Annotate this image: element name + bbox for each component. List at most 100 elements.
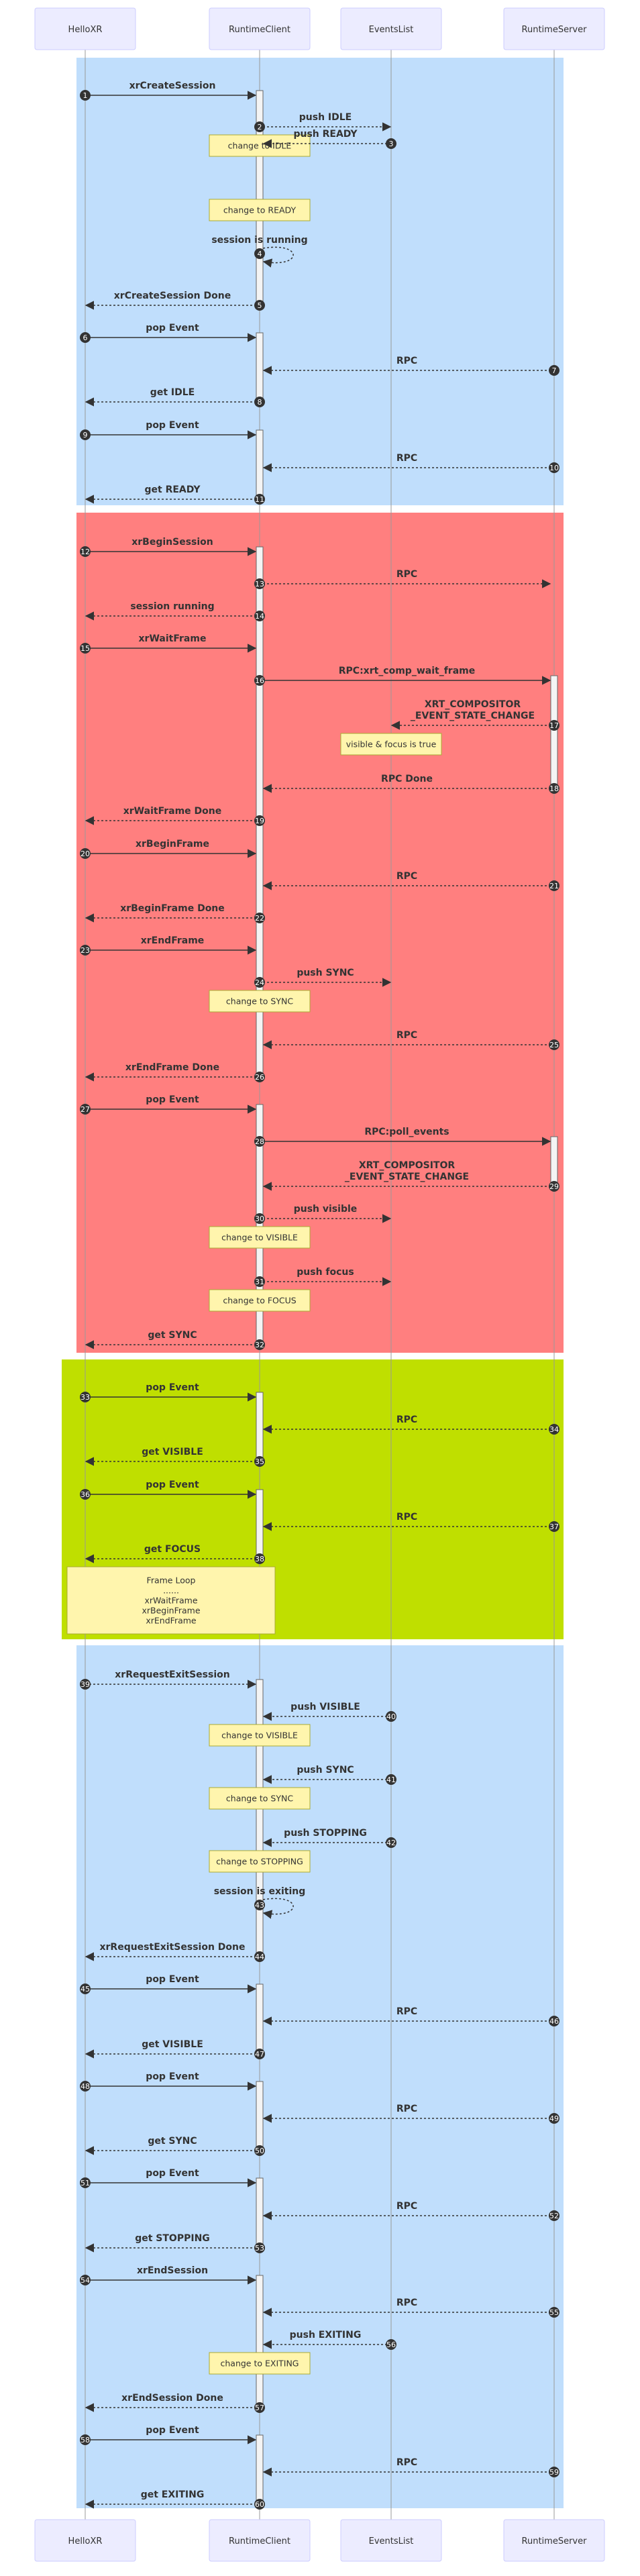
sequence-number [254,815,265,826]
message-label: get FOCUS [144,1544,201,1555]
region-rect-1 [76,58,564,505]
message-label: RPC [396,569,417,580]
message-label: push IDLE [299,112,352,123]
message-label: get SYNC [148,1330,197,1341]
sequence-number [80,2081,91,2092]
note-label: change to VISIBLE [221,1731,298,1741]
sequence-number [254,2145,265,2156]
message-label: RPC:xrt_comp_wait_frame [339,666,475,676]
sequence-number [254,2243,265,2253]
sequence-number-label: 7 [552,366,557,375]
sequence-number-label: 1 [83,91,88,100]
message-label: push READY [293,129,358,140]
actor-box-bottom [209,2519,311,2562]
sequence-number [80,1104,91,1115]
sequence-number-label: 45 [81,1985,90,1994]
note-label: change to READY [223,205,297,215]
sequence-number [80,429,91,440]
note-box [209,1787,311,1810]
message-label: RPC [396,2201,417,2212]
sequence-number-label: 38 [255,1555,264,1563]
sequence-number [549,2467,559,2477]
sequence-number [254,977,265,988]
sequence-number-label: 21 [549,882,559,890]
sequence-number-label: 50 [255,2147,264,2155]
sequence-number [254,1276,265,1287]
message-label: pop Event [146,323,199,333]
message-label: session is exiting [214,1886,306,1897]
message-label: push SYNC [297,968,354,978]
message-label: RPC [396,2457,417,2468]
message-label: pop Event [146,1382,199,1393]
sequence-number-label: 60 [255,2500,264,2509]
sequence-number [80,1679,91,1690]
sequence-number [80,332,91,343]
sequence-number-label: 16 [255,676,264,685]
sequence-number [386,2339,396,2350]
sequence-number-label: 19 [255,817,264,825]
message-label: xrBeginFrame [136,839,209,849]
actor-box-bottom [340,2519,442,2562]
message-label: push EXITING [290,2330,362,2340]
sequence-number-label: 41 [386,1775,396,1784]
note-label: change to FOCUS [223,1296,296,1306]
sequence-number-label: 48 [81,2082,90,2091]
sequence-number-label: 3 [389,140,394,148]
message-label: get SYNC [148,2136,197,2147]
sequence-number [254,397,265,407]
sequence-number [254,121,265,132]
actor-box-top [503,7,605,50]
sequence-number [549,365,559,376]
note-label: Frame Loop [147,1576,196,1586]
note-label: xrWaitFrame [144,1596,197,1606]
sequence-number [80,1489,91,1500]
sequence-number-label: 10 [549,464,559,472]
sequence-number [386,1774,396,1785]
sequence-number [254,2402,265,2413]
sequence-number [549,462,559,473]
sequence-number-label: 32 [255,1341,264,1349]
sequence-number-label: 28 [255,1137,264,1146]
message-label: RPC [396,1512,417,1523]
sequence-number [254,1072,265,1082]
message-label: XRT_COMPOSITOR [425,699,521,710]
message-label: pop Event [146,1974,199,1985]
message-label: RPC [396,2006,417,2017]
sequence-number-label: 14 [255,612,264,621]
note-box [209,1724,311,1747]
message-label: xrCreateSession Done [114,291,231,301]
sequence-number [80,2434,91,2445]
sequence-number [386,138,396,149]
note-box [209,990,311,1013]
sequence-number [549,2307,559,2318]
sequence-number [254,1136,265,1147]
activation-box [256,1679,264,1961]
sequence-number [254,1339,265,1350]
sequence-number-label: 46 [549,2017,559,2026]
sequence-number-label: 17 [549,721,559,730]
sequence-number [254,1951,265,1962]
actor-label: RuntimeClient [229,2536,290,2546]
note-label: xrBeginFrame [142,1606,200,1616]
sequence-number-label: 54 [81,2276,90,2285]
sequence-number-label: 55 [549,2308,559,2317]
message-label: get READY [144,484,201,495]
message-label: get IDLE [150,387,195,398]
note-box [209,199,311,221]
sequence-number [549,880,559,891]
message-label: pop Event [146,2168,199,2179]
note-label: xrEndFrame [146,1616,197,1626]
actor-label: RuntimeServer [522,25,588,35]
sequence-number-label: 56 [386,2340,396,2349]
sequence-number-label: 33 [81,1393,90,1402]
sequence-number-label: 37 [549,1523,559,1531]
message-label: xrCreateSession [129,81,216,91]
sequence-number [80,1392,91,1402]
message-label: xrRequestExitSession Done [99,1942,245,1953]
message-label: RPC [396,1414,417,1425]
sequence-number [80,945,91,956]
message-label: RPC [396,2104,417,2114]
message-label: pop Event [146,1094,199,1105]
activation-box [256,1392,264,1465]
